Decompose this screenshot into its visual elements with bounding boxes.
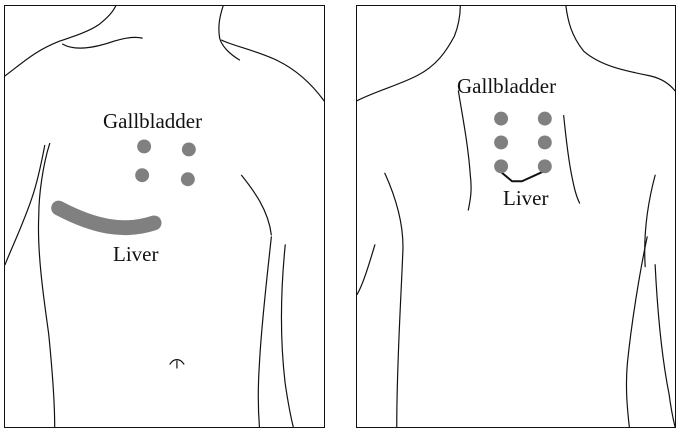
front-gallbladder-dot-1 — [137, 139, 151, 153]
back-gallbladder-dot-1 — [494, 112, 508, 126]
back-liver-label: Liver — [503, 188, 548, 209]
back-torso-outline — [357, 6, 675, 427]
back-view-panel: Gallbladder Liver — [356, 5, 676, 428]
left-scapula-line — [458, 91, 471, 210]
left-collar-line — [63, 37, 143, 48]
front-gallbladder-dot-3 — [135, 168, 149, 182]
left-chest-line — [38, 143, 54, 426]
front-torso-outline — [5, 6, 324, 427]
right-body-line — [258, 237, 271, 427]
right-arm-line — [281, 245, 293, 427]
back-gallbladder-dot-4 — [538, 136, 552, 150]
back-gallbladder-dot-3 — [494, 136, 508, 150]
front-liver-label: Liver — [113, 244, 158, 265]
left-back-line — [385, 173, 403, 426]
right-shoulder-line — [222, 40, 324, 101]
right-shoulder-line — [566, 6, 675, 91]
front-liver-band — [59, 208, 154, 228]
left-neck-line — [5, 6, 116, 76]
back-liver-bracket — [500, 171, 544, 181]
left-arm-line — [357, 245, 375, 295]
front-gallbladder-dot-4 — [181, 172, 195, 186]
right-neck-line — [219, 6, 240, 60]
front-gallbladder-label: Gallbladder — [103, 111, 202, 132]
back-gallbladder-label: Gallbladder — [457, 76, 556, 97]
back-gallbladder-dot-6 — [538, 159, 552, 173]
left-shoulder-line — [357, 6, 460, 101]
right-back-line — [645, 175, 655, 266]
right-arm-line — [655, 265, 675, 427]
right-chest-line — [242, 175, 272, 235]
right-scapula-line — [564, 116, 580, 203]
front-view-panel: Gallbladder Liver — [4, 5, 325, 428]
front-gallbladder-dot-2 — [182, 142, 196, 156]
navel — [170, 360, 184, 368]
back-gallbladder-dot-5 — [494, 159, 508, 173]
right-body-line — [626, 237, 647, 427]
back-gallbladder-dot-2 — [538, 112, 552, 126]
